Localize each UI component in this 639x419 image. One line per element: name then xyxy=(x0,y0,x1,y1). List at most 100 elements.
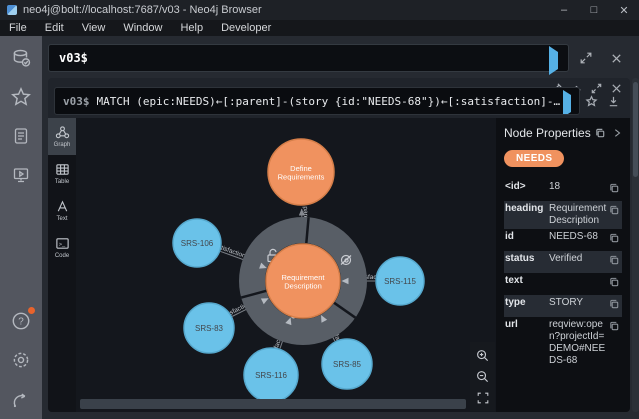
app-icon xyxy=(7,5,17,15)
menu-item-developer[interactable]: Developer xyxy=(221,22,272,34)
property-value: reqview:open?projectId=DEMO#NEEDS-68 xyxy=(549,319,606,366)
copy-all-icon[interactable] xyxy=(595,128,606,139)
tab-text[interactable]: Text xyxy=(48,192,76,229)
query-bar[interactable]: v03$ MATCH (epic:NEEDS)←[:parent]-(story… xyxy=(54,87,580,115)
hide-eye-icon[interactable] xyxy=(340,254,352,266)
ring-separator xyxy=(305,217,310,244)
svg-text:SRS-115: SRS-115 xyxy=(384,277,416,286)
node-label-badge[interactable]: NEEDS xyxy=(504,150,565,167)
copy-property-icon[interactable] xyxy=(609,319,621,337)
editor-close-icon[interactable] xyxy=(603,45,629,71)
menu-item-view[interactable]: View xyxy=(81,22,106,34)
node-context-ring xyxy=(239,217,367,345)
graph-node-srs115[interactable]: SRS-115 xyxy=(375,256,425,306)
property-key: id xyxy=(505,231,514,242)
graph-node-srs85[interactable]: SRS-85 xyxy=(321,338,373,390)
property-row: id NEEDS-68 xyxy=(504,229,622,251)
minimize-icon[interactable]: – xyxy=(560,4,568,16)
vertical-scrollbar-thumb[interactable] xyxy=(633,82,638,177)
favorite-star-icon[interactable] xyxy=(580,90,602,112)
query-row: v03$ MATCH (epic:NEEDS)←[:parent]-(story… xyxy=(54,87,624,115)
menu-item-help[interactable]: Help xyxy=(180,22,204,34)
property-row: heading Requirement Description xyxy=(504,201,622,229)
download-icon[interactable] xyxy=(602,90,624,112)
property-value: STORY xyxy=(549,297,584,308)
vertical-scrollbar[interactable] xyxy=(632,78,639,412)
zoom-in-icon[interactable] xyxy=(472,345,493,366)
command-editor-row: v03$ xyxy=(48,44,629,75)
title-bar: neo4j@bolt://localhost:7687/v03 - Neo4j … xyxy=(0,0,639,20)
collapse-panel-chevron-icon[interactable] xyxy=(612,128,622,138)
graph-node-srs83[interactable]: SRS-83 xyxy=(183,302,235,354)
tab-label: Code xyxy=(54,253,70,259)
database-icon[interactable] xyxy=(9,46,33,70)
copy-property-icon[interactable] xyxy=(609,231,621,249)
frame-prompt: v03$ xyxy=(63,94,90,108)
tab-label: Table xyxy=(54,179,70,185)
property-row: status Verified xyxy=(504,251,622,273)
copy-property-icon[interactable] xyxy=(609,275,621,293)
frame-fullscreen-icon[interactable] xyxy=(586,80,606,96)
graph-node-srs116[interactable]: SRS-116 xyxy=(243,347,299,403)
tab-table[interactable]: Table xyxy=(48,155,76,192)
help-icon[interactable]: ? xyxy=(9,307,35,333)
guides-monitor-icon[interactable] xyxy=(9,163,33,187)
copy-property-icon[interactable] xyxy=(609,297,621,315)
zoom-out-icon[interactable] xyxy=(472,366,493,387)
tab-label: Text xyxy=(56,216,68,222)
zoom-to-fit-icon[interactable] xyxy=(472,387,493,408)
maximize-icon[interactable]: □ xyxy=(590,4,598,16)
svg-text:?: ? xyxy=(18,317,24,328)
documentation-icon[interactable] xyxy=(9,124,33,148)
menu-item-file[interactable]: File xyxy=(9,22,27,34)
run-query-icon[interactable] xyxy=(549,46,558,75)
frame-body: Graph Table Text >_ Code xyxy=(48,118,630,412)
window-title: neo4j@bolt://localhost:7687/v03 - Neo4j … xyxy=(23,4,262,16)
relationship-label: parent xyxy=(302,206,309,225)
settings-gear-icon[interactable] xyxy=(9,348,33,372)
tab-graph[interactable]: Graph xyxy=(48,118,76,155)
property-value: NEEDS-68 xyxy=(549,231,598,242)
close-frame-icon[interactable] xyxy=(606,80,626,96)
menu-item-window[interactable]: Window xyxy=(123,22,163,34)
cypher-editor-input[interactable]: v03$ xyxy=(48,44,569,75)
panel-title: Node Properties xyxy=(504,126,591,140)
result-frame: v03$ MATCH (epic:NEEDS)←[:parent]-(story… xyxy=(48,78,630,412)
editor-prompt: v03$ xyxy=(59,51,88,65)
cypher-query-text: MATCH (epic:NEEDS)←[:parent]-(story {id:… xyxy=(96,94,561,108)
close-window-icon[interactable]: ✕ xyxy=(619,4,629,17)
view-tabs: Graph Table Text >_ Code xyxy=(48,118,76,412)
sync-icon[interactable] xyxy=(9,387,33,411)
graph-visualization[interactable]: parentsatisfactionsatisfactionsatisfacti… xyxy=(76,118,496,412)
tab-code[interactable]: >_ Code xyxy=(48,229,76,266)
graph-node-srs106[interactable]: SRS-106 xyxy=(172,218,222,268)
property-key: heading xyxy=(505,203,544,214)
rerun-query-icon[interactable] xyxy=(563,90,571,114)
property-value: 18 xyxy=(549,181,561,192)
svg-text:SRS-106: SRS-106 xyxy=(181,239,214,248)
property-value: Requirement Description xyxy=(549,203,607,226)
menu-item-edit[interactable]: Edit xyxy=(44,22,64,34)
favorites-star-icon[interactable] xyxy=(9,85,33,109)
notification-dot xyxy=(28,307,35,314)
copy-property-icon[interactable] xyxy=(609,203,621,221)
horizontal-scrollbar[interactable] xyxy=(80,399,466,409)
relationship-arrowhead xyxy=(285,317,292,326)
app-body: ? v03$ xyxy=(0,36,639,419)
svg-text:SRS-116: SRS-116 xyxy=(255,371,287,380)
copy-property-icon[interactable] xyxy=(609,253,621,271)
editor-fullscreen-icon[interactable] xyxy=(573,45,599,71)
copy-property-icon[interactable] xyxy=(609,181,621,199)
property-key: status xyxy=(505,253,535,264)
property-value: Verified xyxy=(549,253,583,264)
relationship-arrowhead xyxy=(259,262,267,269)
property-key: text xyxy=(505,275,523,286)
